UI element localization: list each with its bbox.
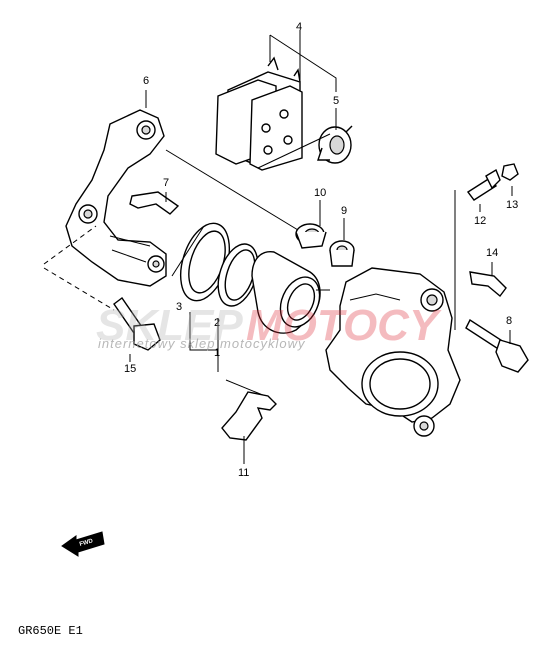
pin-bolt-part-8 xyxy=(465,318,529,373)
callout-11: 11 xyxy=(238,467,249,479)
callout-1: 1 xyxy=(214,347,220,359)
bleeder-cap-part-13 xyxy=(501,163,519,181)
watermark: SKLEP MOTOCY internetowy sklep motocyklo… xyxy=(96,301,442,351)
callout-7: 7 xyxy=(163,177,169,189)
caliper-bracket-part-6 xyxy=(65,109,167,287)
callout-10: 10 xyxy=(314,187,326,199)
caliper-body xyxy=(325,267,461,437)
bleeder-screw-part-12 xyxy=(466,168,501,201)
callout-14: 14 xyxy=(486,247,498,259)
mounting-bolt-part-15 xyxy=(113,297,161,351)
callout-13: 13 xyxy=(506,199,518,211)
assembly-lines xyxy=(43,133,456,330)
forward-arrow-label: FWD xyxy=(79,538,94,548)
watermark-brand-right: MOTOCY xyxy=(246,301,442,350)
pad-shim-part-5 xyxy=(317,125,353,164)
callout-leaders xyxy=(129,30,513,464)
forward-arrow-icon xyxy=(61,531,105,557)
callout-2: 2 xyxy=(214,317,220,329)
watermark-brand-left: SKLEP xyxy=(96,301,243,350)
callout-8: 8 xyxy=(506,315,512,327)
pad-pin-part-11 xyxy=(221,379,277,441)
pin-boot-part-9 xyxy=(329,240,355,267)
callout-9: 9 xyxy=(341,205,347,217)
caliper-piston-part-1 xyxy=(251,251,321,334)
callout-numbers: 4 5 6 7 10 9 12 13 14 8 3 2 1 15 11 xyxy=(124,21,518,479)
brake-pads-part-4 xyxy=(215,56,303,171)
pad-spring-part-7 xyxy=(129,191,180,215)
pad-clip-part-14 xyxy=(469,271,507,298)
callout-3: 3 xyxy=(176,301,182,313)
callout-15: 15 xyxy=(124,363,136,375)
callout-4: 4 xyxy=(296,21,302,33)
watermark-tagline: internetowy sklep motocyklowy xyxy=(98,336,306,351)
callout-6: 6 xyxy=(143,75,149,87)
callout-12: 12 xyxy=(474,215,486,227)
callout-5: 5 xyxy=(333,95,339,107)
forward-arrow: FWD xyxy=(61,531,105,557)
pin-boot-part-10 xyxy=(295,223,327,249)
model-code: GR650E E1 xyxy=(18,624,83,638)
